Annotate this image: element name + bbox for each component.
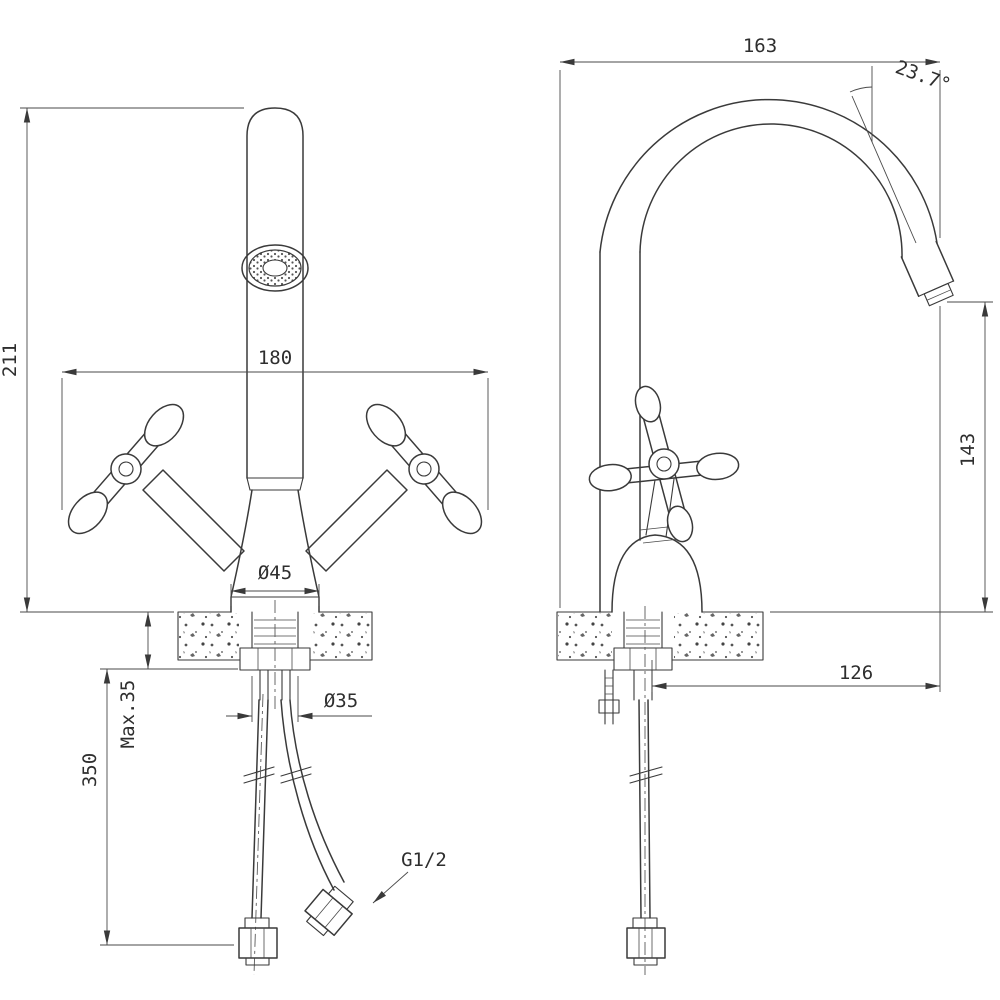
side-deck — [556, 611, 764, 661]
dim-spout-angle: 23.7° — [849, 56, 954, 244]
front-right-handle — [365, 403, 483, 535]
dim-top-reach-label: 163 — [743, 35, 777, 57]
callout-thread: G1/2 — [372, 849, 447, 904]
dim-handle-span: 180 — [61, 347, 489, 510]
dim-spout-height: 143 — [770, 301, 993, 613]
front-left-handle-tube — [142, 469, 245, 572]
front-hose-nut-angled — [304, 885, 354, 937]
dimensions: 211 180 Ø45 Max.35 Ø35 — [0, 35, 993, 946]
dim-max-mount-label: Max.35 — [117, 680, 139, 749]
front-right-handle-tube — [305, 469, 408, 572]
dim-hose-length-label: 350 — [79, 753, 101, 787]
dim-base-diameter: Ø45 — [230, 562, 320, 606]
side-view — [556, 98, 955, 975]
front-left-handle — [67, 403, 185, 535]
front-hose-nut-straight — [238, 917, 278, 966]
dim-max-mount: Max.35 — [100, 612, 238, 748]
dim-spout-reach: 126 — [651, 306, 941, 692]
dim-hole-diameter: Ø35 — [226, 676, 372, 722]
aerator — [241, 244, 309, 292]
dim-base-diameter-label: Ø45 — [258, 562, 292, 584]
dim-top-reach: 163 — [559, 35, 941, 608]
hose-break-mark — [629, 766, 663, 784]
callout-thread-label: G1/2 — [401, 849, 447, 871]
front-collar — [246, 477, 304, 491]
side-cross-handle — [588, 385, 740, 543]
front-deck — [177, 611, 373, 661]
dim-spout-height-label: 143 — [957, 433, 979, 467]
side-spout — [599, 98, 955, 613]
front-view — [67, 107, 483, 976]
dim-overall-height-label: 211 — [0, 343, 21, 377]
dim-spout-reach-label: 126 — [839, 662, 873, 684]
front-spout-column — [246, 107, 304, 479]
dim-handle-span-label: 180 — [258, 347, 292, 369]
side-shank — [598, 611, 673, 725]
spout-outlet — [900, 240, 955, 307]
hose-break-mark — [280, 766, 312, 784]
dim-hose-length: 350 — [79, 669, 234, 946]
dim-overall-height: 211 — [0, 107, 244, 613]
hose-break-mark — [243, 766, 275, 784]
side-hose — [626, 606, 666, 975]
side-body — [611, 534, 703, 613]
dim-hole-diameter-label: Ø35 — [324, 690, 358, 712]
